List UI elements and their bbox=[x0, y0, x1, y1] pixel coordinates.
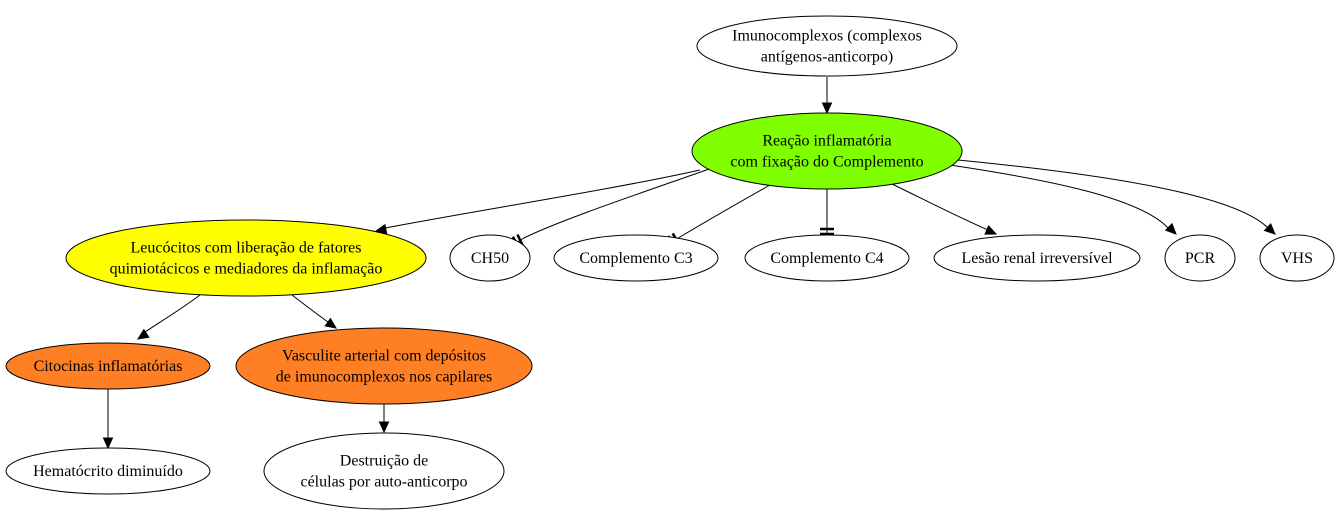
node-label: VHS bbox=[1281, 250, 1313, 267]
edge-line bbox=[957, 159, 1269, 229]
node-label: Citocinas inflamatórias bbox=[34, 358, 183, 375]
arrowhead-icon bbox=[1164, 222, 1177, 235]
edge-line bbox=[679, 184, 771, 238]
node-hematocrito: Hematócrito diminuído bbox=[5, 447, 211, 495]
node-label: Lesão renal irreversível bbox=[961, 250, 1113, 267]
node-label: CH50 bbox=[471, 250, 509, 267]
node-label: quimiotácicos e mediadores da inflamação bbox=[110, 261, 383, 278]
edge-reacao-to-lesao bbox=[889, 182, 998, 235]
node-citocinas: Citocinas inflamatórias bbox=[5, 342, 211, 390]
arrowhead-icon bbox=[324, 317, 337, 329]
node-vasculite: Vasculite arterial com depósitos de imuno… bbox=[235, 327, 533, 405]
edge-line bbox=[889, 182, 989, 231]
node-leucocitos: Leucócitos com liberação de fatores quimi… bbox=[65, 219, 427, 297]
node-imuno: Imunocomplexos (complexos antígenos-antic… bbox=[696, 15, 958, 77]
node-ellipse bbox=[1164, 234, 1236, 282]
node-ellipse bbox=[65, 219, 427, 297]
arrowhead-icon bbox=[136, 328, 150, 340]
node-ellipse bbox=[5, 447, 211, 495]
edge-reacao-to-c3 bbox=[667, 184, 771, 249]
node-reacao: Reação inflamatória com fixação do Comple… bbox=[691, 112, 963, 190]
edge-reacao-to-c4 bbox=[820, 189, 834, 236]
node-ellipse bbox=[744, 234, 910, 282]
arrowhead-icon bbox=[102, 437, 114, 450]
edge-line bbox=[144, 294, 201, 333]
node-ellipse bbox=[1259, 234, 1335, 282]
node-label: Leucócitos com liberação de fatores bbox=[131, 240, 362, 257]
arrowhead-icon bbox=[984, 224, 998, 235]
edge-line bbox=[523, 167, 713, 239]
edge-reacao-to-vhs bbox=[957, 159, 1276, 235]
node-lesao: Lesão renal irreversível bbox=[933, 234, 1141, 282]
arrowhead-icon bbox=[1263, 223, 1276, 235]
edge-vasculite-to-destruicao bbox=[378, 404, 390, 434]
node-c4: Complemento C4 bbox=[744, 234, 910, 282]
nodes-layer: Imunocomplexos (complexos antígenos-antic… bbox=[5, 15, 1335, 510]
node-pcr: PCR bbox=[1164, 234, 1236, 282]
node-label: Vasculite arterial com depósitos bbox=[282, 348, 486, 365]
node-vhs: VHS bbox=[1259, 234, 1335, 282]
edge-line bbox=[384, 169, 701, 229]
node-label: de imunocomplexos nos capilares bbox=[276, 369, 492, 386]
arrowhead-icon bbox=[821, 102, 833, 115]
node-destruicao: Destruição de células por auto-anticorpo bbox=[263, 432, 505, 510]
node-label: células por auto-anticorpo bbox=[300, 474, 467, 491]
arrowhead-icon bbox=[378, 421, 390, 434]
node-ellipse bbox=[263, 432, 505, 510]
node-label: Complemento C4 bbox=[770, 250, 883, 267]
node-ch50: CH50 bbox=[449, 234, 531, 282]
node-label: Complemento C3 bbox=[579, 250, 692, 267]
node-ellipse bbox=[696, 15, 958, 77]
arrowhead-icon bbox=[374, 223, 388, 235]
node-ellipse bbox=[235, 327, 533, 405]
node-label: Imunocomplexos (complexos bbox=[732, 28, 922, 45]
edge-reacao-to-leucocitos bbox=[374, 169, 701, 235]
edge-line bbox=[291, 294, 329, 323]
edge-imuno-to-reacao bbox=[821, 77, 833, 115]
node-label: PCR bbox=[1185, 250, 1216, 267]
edge-citocinas-to-hematocrito bbox=[102, 389, 114, 450]
edge-leucocitos-to-citocinas bbox=[136, 294, 201, 340]
node-c3: Complemento C3 bbox=[553, 234, 719, 282]
node-label: com fixação do Complemento bbox=[730, 154, 923, 171]
node-ellipse bbox=[933, 234, 1141, 282]
node-ellipse bbox=[5, 342, 211, 390]
edge-line bbox=[949, 164, 1169, 229]
node-label: Hematócrito diminuído bbox=[33, 463, 183, 480]
node-ellipse bbox=[553, 234, 719, 282]
node-label: Reação inflamatória bbox=[762, 133, 891, 150]
node-label: antígenos-anticorpo) bbox=[761, 49, 893, 66]
node-label: Destruição de bbox=[340, 453, 428, 470]
edge-leucocitos-to-vasculite bbox=[291, 294, 337, 329]
node-ellipse bbox=[449, 234, 531, 282]
edge-reacao-to-pcr bbox=[949, 164, 1177, 235]
node-ellipse bbox=[691, 112, 963, 190]
